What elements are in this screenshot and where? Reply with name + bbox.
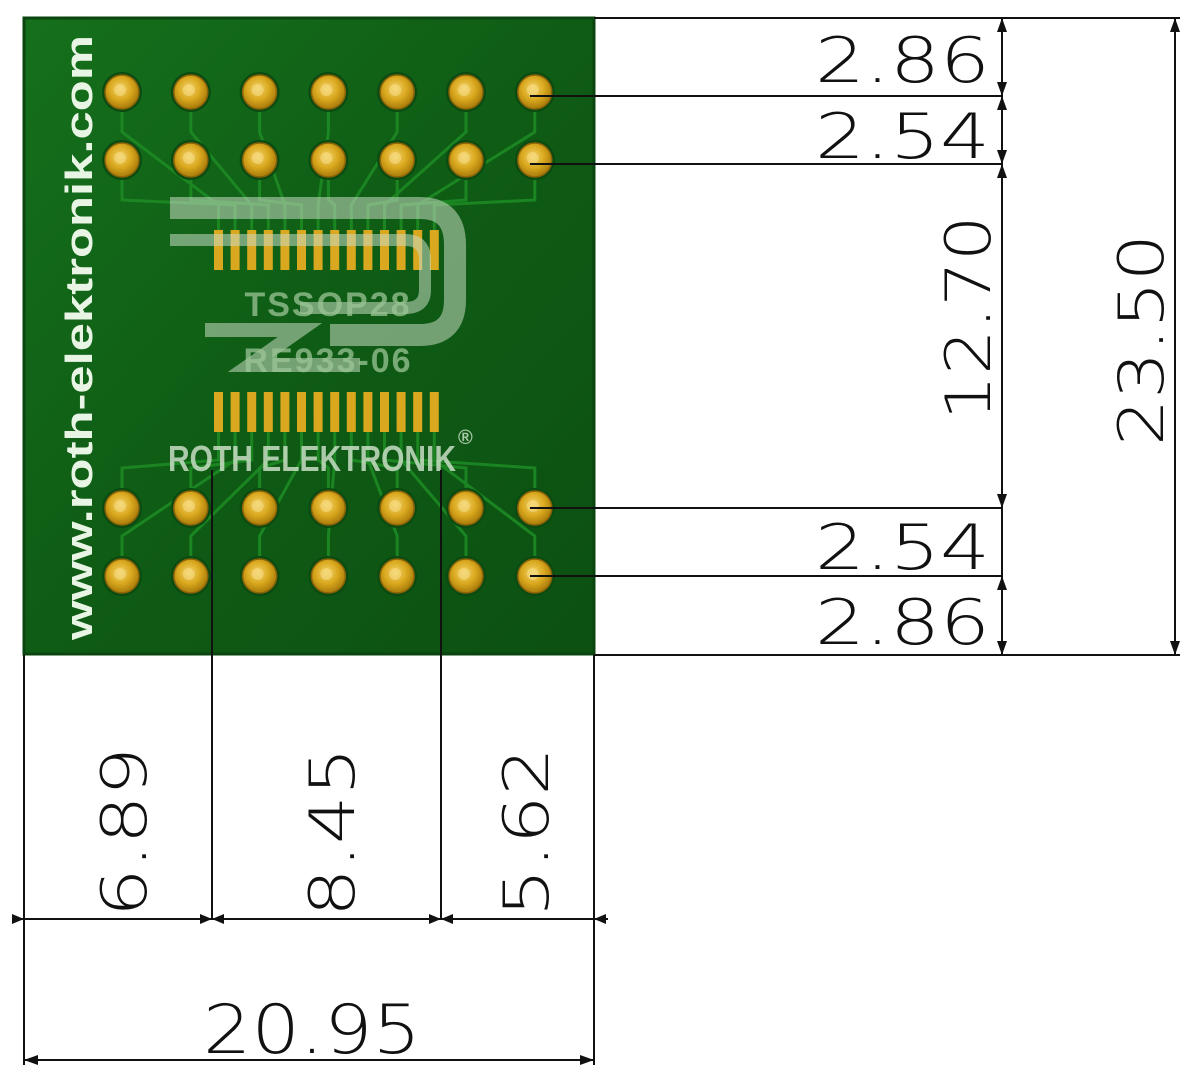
- pad-highlight: [251, 152, 264, 164]
- roth-logo-watermark: [170, 197, 466, 372]
- fine-pitch-pad: [330, 392, 340, 432]
- pad-highlight: [182, 568, 195, 580]
- fine-pitch-pad: [263, 230, 273, 270]
- fine-pitch-pad: [346, 392, 356, 432]
- pcb-board: TSSOP28 RE933-06 ROTH ELEKTRONIK ® www.r…: [22, 16, 596, 656]
- fine-pitch-pad: [346, 230, 356, 270]
- fine-pitch-pad: [214, 230, 223, 270]
- dim-bottom-center: 8.45: [296, 747, 369, 917]
- pad-highlight: [458, 84, 470, 96]
- fine-pitch-pad: [280, 392, 290, 432]
- pad-highlight: [526, 84, 539, 96]
- package-label: TSSOP28: [244, 286, 411, 324]
- pad-highlight: [182, 152, 195, 164]
- pad-highlight: [320, 84, 333, 96]
- fine-pitch-pad: [214, 392, 223, 432]
- fine-pitch-pad: [247, 392, 257, 432]
- dimension-lines: [14, 17, 1180, 1065]
- through-hole-pads: [102, 72, 555, 596]
- website-url: www.roth-elektronik.com: [59, 35, 101, 641]
- board-edge: [22, 16, 596, 656]
- dim-right-top-edge: 2.86: [815, 24, 990, 97]
- pad-highlight: [526, 152, 539, 164]
- fine-pitch-pad: [247, 230, 257, 270]
- pad-highlight: [320, 500, 333, 512]
- fine-pitch-pad: [413, 392, 423, 432]
- fine-pitch-pad: [380, 392, 389, 432]
- fine-pitch-pad: [230, 392, 240, 432]
- fine-pitch-pad: [380, 230, 389, 270]
- pad-highlight: [389, 84, 402, 96]
- fine-pitch-pad: [230, 230, 240, 270]
- fine-pitch-pad: [363, 230, 373, 270]
- pad-highlight: [251, 500, 264, 512]
- brand-label: ROTH ELEKTRONIK: [168, 438, 456, 479]
- registered-mark: ®: [458, 427, 473, 449]
- pad-highlight: [182, 84, 195, 96]
- fine-pitch-pad: [363, 392, 373, 432]
- fine-pitch-pad: [297, 230, 306, 270]
- part-number-label: RE933-06: [243, 342, 412, 380]
- dim-right-bottom-pitch: 2.54: [815, 511, 990, 584]
- fine-pitch-pad: [429, 392, 439, 432]
- fine-pitch-pad: [396, 230, 406, 270]
- pad-highlight: [389, 568, 402, 580]
- pad-highlight: [114, 500, 126, 512]
- pad-highlight: [526, 500, 539, 512]
- dim-right-bottom-edge: 2.86: [815, 586, 990, 659]
- dim-bottom-left: 6.89: [88, 747, 161, 917]
- pad-highlight: [526, 568, 539, 580]
- pad-highlight: [114, 568, 126, 580]
- pad-highlight: [114, 152, 126, 164]
- dim-right-total: 23.50: [1105, 234, 1178, 446]
- pad-highlight: [114, 84, 126, 96]
- pad-highlight: [182, 500, 195, 512]
- pad-highlight: [251, 84, 264, 96]
- fine-pitch-pad: [313, 230, 323, 270]
- pad-highlight: [389, 152, 402, 164]
- fine-pitch-pads-bottom: [214, 392, 439, 432]
- dimension-arrows: [12, 18, 1180, 1065]
- dim-bottom-right: 5.62: [490, 747, 563, 917]
- pad-highlight: [320, 568, 333, 580]
- dim-bottom-total: 20.95: [203, 991, 421, 1070]
- pad-highlight: [251, 568, 264, 580]
- pad-highlight: [389, 500, 402, 512]
- fine-pitch-pad: [396, 392, 406, 432]
- dim-right-row-spacing: 12.70: [932, 216, 1005, 421]
- pad-highlight: [458, 500, 470, 512]
- pad-highlight: [320, 152, 333, 164]
- fine-pitch-pad: [297, 392, 306, 432]
- pad-highlight: [458, 568, 470, 580]
- board-substrate: [24, 18, 594, 654]
- pad-highlight: [458, 152, 470, 164]
- fine-pitch-pad: [429, 230, 439, 270]
- fine-pitch-pad: [280, 230, 290, 270]
- dim-right-top-pitch: 2.54: [815, 100, 990, 173]
- fine-pitch-pad: [263, 392, 273, 432]
- fine-pitch-pad: [330, 230, 340, 270]
- dimension-labels: 2.86 2.54 12.70 2.54 2.86 23.50 6.89 8.4…: [88, 24, 1178, 1070]
- fine-pitch-pad: [313, 392, 323, 432]
